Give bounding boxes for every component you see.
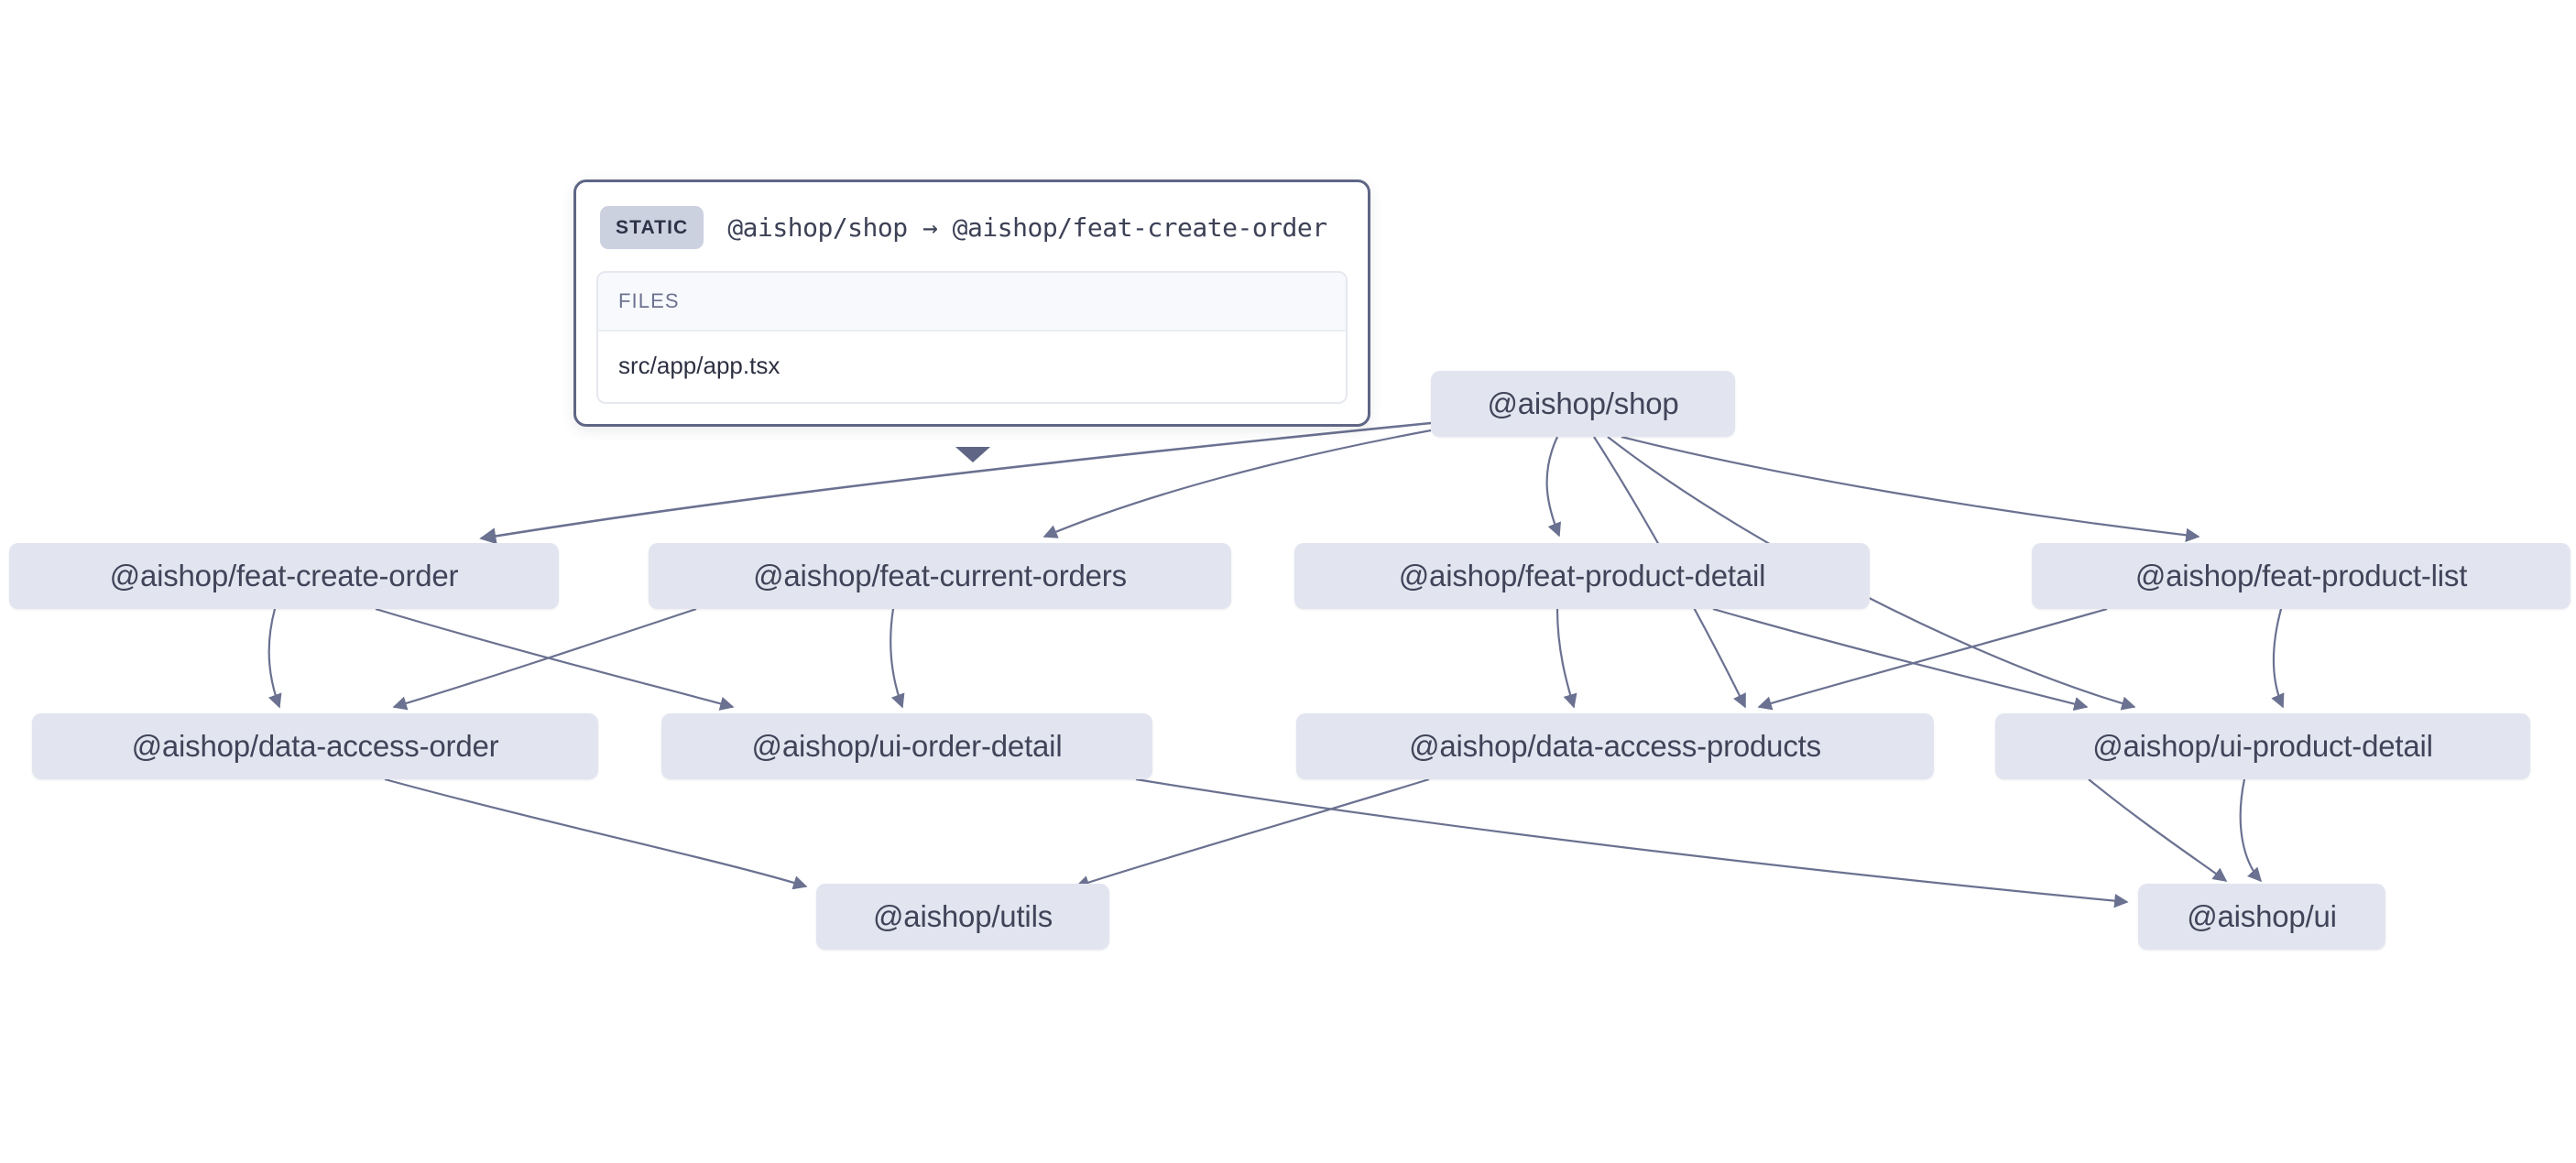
graph-edge[interactable] bbox=[1621, 435, 2200, 543]
tooltip-header: STATIC @aishop/shop → @aishop/feat-creat… bbox=[596, 201, 1348, 258]
graph-edge[interactable] bbox=[479, 421, 1432, 545]
tooltip-pointer-arrow bbox=[955, 447, 990, 462]
graph-edge[interactable] bbox=[267, 608, 282, 709]
graph-node-label: @aishop/data-access-products bbox=[1409, 729, 1821, 763]
graph-node-ui-product-detail[interactable]: @aishop/ui-product-detail bbox=[1995, 713, 2530, 779]
tooltip-title: @aishop/shop → @aishop/feat-create-order bbox=[727, 212, 1327, 243]
graph-node-data-access-products[interactable]: @aishop/data-access-products bbox=[1296, 713, 1934, 779]
graph-node-feat-product-detail[interactable]: @aishop/feat-product-detail bbox=[1294, 543, 1870, 609]
graph-edge[interactable] bbox=[2088, 778, 2228, 882]
graph-node-label: @aishop/feat-product-detail bbox=[1398, 559, 1766, 592]
graph-node-label: @aishop/ui bbox=[2187, 899, 2337, 933]
graph-edges bbox=[267, 421, 2285, 908]
graph-edge[interactable] bbox=[1555, 608, 1577, 709]
graph-node-label: @aishop/feat-current-orders bbox=[753, 559, 1127, 592]
files-list: src/app/app.tsx bbox=[598, 332, 1346, 402]
files-panel-header: FILES bbox=[598, 273, 1346, 332]
graph-edge[interactable] bbox=[1075, 777, 1430, 889]
graph-edge[interactable] bbox=[2239, 778, 2263, 883]
edge-detail-tooltip[interactable]: STATIC @aishop/shop → @aishop/feat-creat… bbox=[573, 179, 1370, 427]
graph-node-label: @aishop/feat-product-list bbox=[2134, 559, 2468, 592]
graph-node-ui-order-detail[interactable]: @aishop/ui-order-detail bbox=[661, 713, 1152, 779]
files-panel: FILES src/app/app.tsx bbox=[596, 271, 1348, 404]
graph-node-label: @aishop/ui-order-detail bbox=[751, 729, 1063, 763]
graph-edge[interactable] bbox=[1757, 607, 2108, 711]
graph-node-shop[interactable]: @aishop/shop bbox=[1431, 371, 1735, 437]
graph-node-feat-product-list[interactable]: @aishop/feat-product-list bbox=[2032, 543, 2571, 609]
graph-node-label: @aishop/utils bbox=[873, 899, 1053, 933]
graph-edge[interactable] bbox=[890, 608, 905, 709]
graph-node-label: @aishop/shop bbox=[1487, 386, 1679, 420]
graph-node-feat-create-order[interactable]: @aishop/feat-create-order bbox=[9, 543, 559, 609]
graph-node-ui[interactable]: @aishop/ui bbox=[2138, 884, 2385, 950]
graph-edge[interactable] bbox=[1135, 777, 2129, 908]
graph-edge[interactable] bbox=[1042, 429, 1432, 538]
graph-node-data-access-order[interactable]: @aishop/data-access-order bbox=[32, 713, 598, 779]
graph-edge[interactable] bbox=[1545, 436, 1562, 538]
graph-edge[interactable] bbox=[384, 777, 808, 890]
files-row[interactable]: src/app/app.tsx bbox=[598, 332, 1346, 402]
graph-edge[interactable] bbox=[2271, 608, 2285, 709]
graph-node-feat-current-orders[interactable]: @aishop/feat-current-orders bbox=[649, 543, 1231, 609]
graph-node-label: @aishop/feat-create-order bbox=[109, 559, 459, 592]
graph-edge[interactable] bbox=[392, 607, 697, 711]
graph-edge[interactable] bbox=[375, 607, 735, 711]
graph-node-label: @aishop/ui-product-detail bbox=[2092, 729, 2433, 763]
graph-node-label: @aishop/data-access-order bbox=[131, 729, 499, 763]
static-badge: STATIC bbox=[600, 206, 704, 249]
graph-node-utils[interactable]: @aishop/utils bbox=[816, 884, 1109, 950]
graph-edge[interactable] bbox=[1712, 607, 2089, 712]
